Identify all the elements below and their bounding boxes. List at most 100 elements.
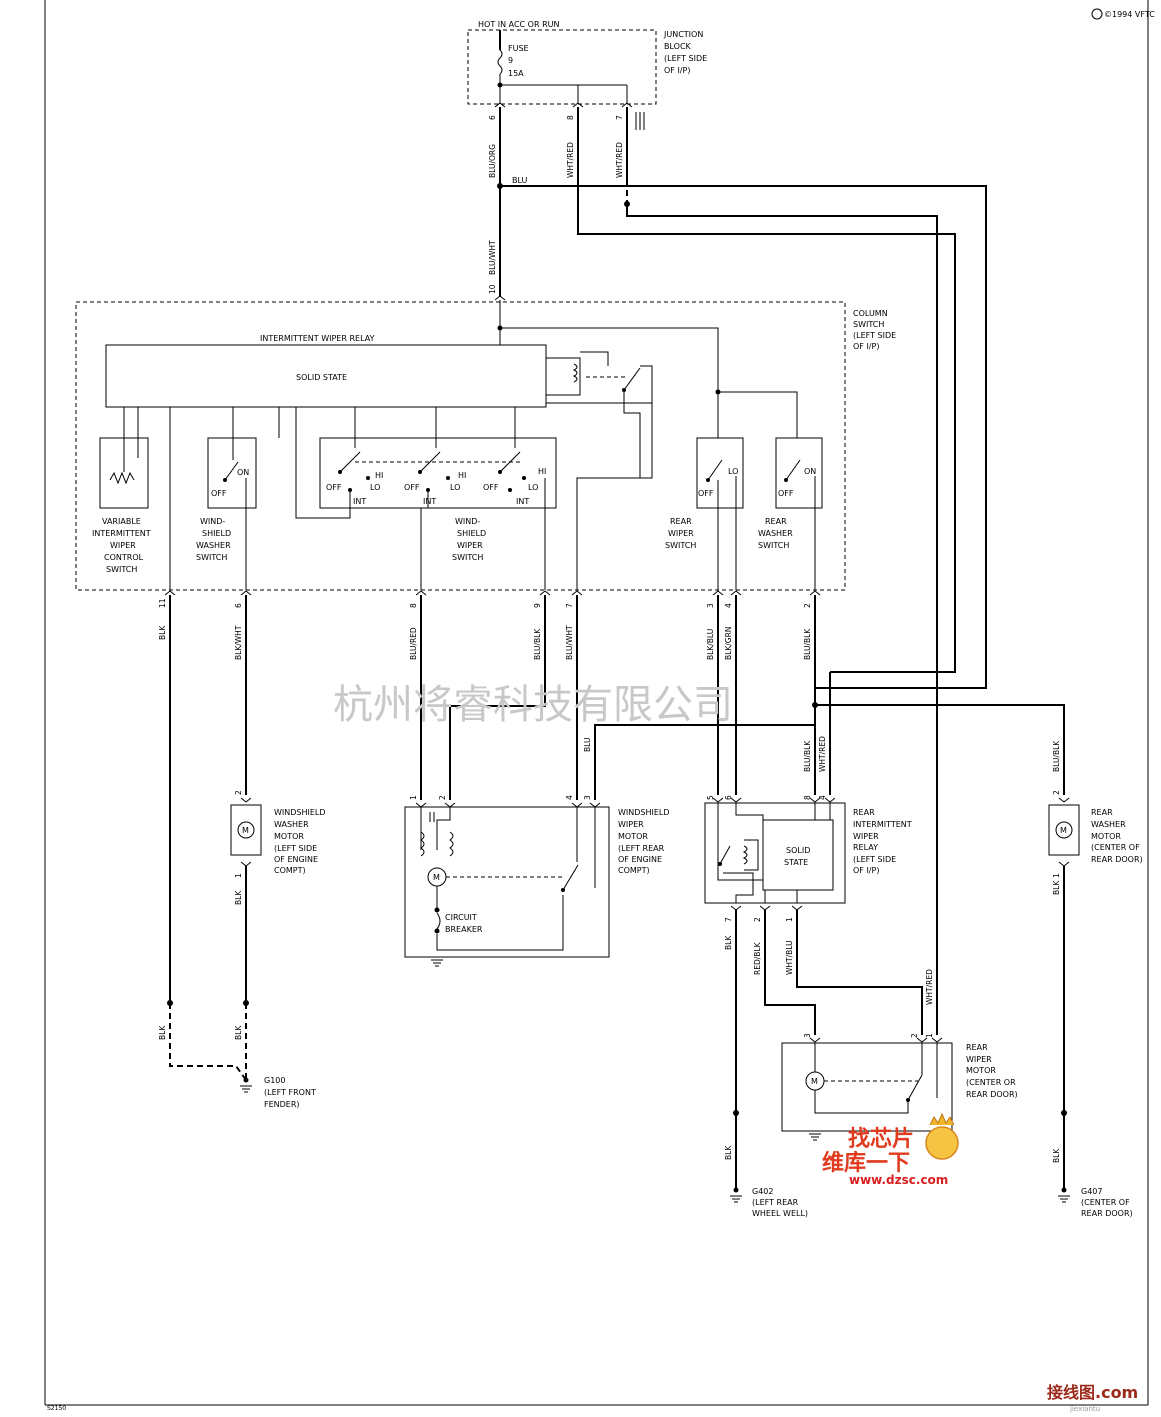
splice-blk-rr [733,1110,739,1116]
label-red-blk: RED/BLK [753,941,762,975]
rear-wiper-pivot [706,478,710,482]
column-name-1: COLUMN [853,309,888,318]
label-blu-wht-7: BLU/WHT [565,625,574,660]
rear-washer-sw-1: REAR [765,517,787,526]
connector-rr-2 [759,905,771,911]
splice-blk-rwsm [1061,1110,1067,1116]
label-blk-blu: BLK/BLU [706,629,715,660]
connector-jb-6 [494,102,506,108]
corner-logo: 接线图.com [1047,1383,1138,1402]
rwm-park-switch [907,1074,923,1101]
column-switch-outline [75,301,846,591]
wm-name-6: COMPT) [618,866,650,875]
label-blu-motor: BLU [583,738,592,752]
wire-wht-red-8 [577,107,956,673]
wm-park-switch [562,864,579,891]
connector-rr-5 [712,797,724,803]
wiper-motor-m: M [433,873,440,882]
g100-3: FENDER) [264,1100,300,1109]
ws-washer-on: ON [237,468,249,477]
rear-wiper-motor: 3 2 1 M REAR WIPER MOTOR (CENTER OR REAR… [781,1033,1018,1141]
wiper-off-1: OFF [326,483,342,492]
windshield-wiper-switch[interactable] [319,437,557,509]
pin-cs-11: 11 [158,598,167,608]
connector-cs-9 [539,590,551,596]
rr-name-2: INTERMITTENT [853,820,912,829]
g100-dot [243,1077,249,1083]
rwsm-name-4: (CENTER OF [1091,843,1140,852]
pin-rwm-1: 1 [925,1033,934,1038]
column-name-2: SWITCH [853,320,884,329]
capacitor-icon [429,812,435,822]
rear-wiper-motor-m: M [811,1077,818,1086]
var-switch-1: VARIABLE [102,517,141,526]
wiper-int-1 [295,407,351,519]
rr-name-4: RELAY [853,843,878,852]
intermittent-wiper-relay [105,344,547,408]
wiper-contact-1 [339,451,361,473]
label-blk-g402: BLK [724,1145,733,1160]
connector-rr-4 [824,797,836,803]
junction-name-4: OF I/P) [664,66,690,75]
solid-state-label: SOLID STATE [296,373,347,382]
relay-coil-loop [546,357,581,396]
rear-relay-outline [704,802,846,904]
pin-cs-10: 10 [488,284,497,294]
pin-jb-6: 6 [488,115,497,120]
rwsm-name-1: REAR [1091,808,1113,817]
wm-ground-loop [436,895,564,951]
pin-rr-4: 4 [818,795,827,800]
connector-wm-1 [415,802,427,808]
rr-coil-loop [744,839,759,871]
connector-cs-7 [571,590,583,596]
pin-wm-2: 2 [438,795,447,800]
connector-jb-7 [621,102,633,108]
label-blk-g407: BLK [1052,1148,1061,1163]
washer-motor-m: M [242,826,249,835]
pin-rr-2: 2 [753,917,762,922]
mascot-icon [925,1126,959,1160]
label-blk-rr: BLK [724,935,733,950]
washer-motor-body [230,804,262,856]
rr-wire-5 [717,803,763,881]
rwsm-name-3: MOTOR [1091,832,1121,841]
wwm-name-4: (LEFT SIDE [274,844,317,853]
connector-detail-icon [635,112,645,130]
rear-wiper-switch[interactable] [696,437,744,509]
pin-cs-8: 8 [409,603,418,608]
connector-cs-6 [240,590,252,596]
pin-cs-6: 6 [234,603,243,608]
rwm-name-1: REAR [966,1043,988,1052]
rwm-name-2: WIPER [966,1055,992,1064]
rr-name-5: (LEFT SIDE [853,855,896,864]
rear-washer-motor: 2 M 1 BLK BLK REAR WASHER MOTOR (CENTER … [1048,790,1143,1190]
label-blk-g100a: BLK [158,1025,167,1040]
pin-rwsm-2: 2 [1052,790,1061,795]
ground-icon-g402 [730,1195,742,1203]
hot-label: HOT IN ACC OR RUN [478,20,559,29]
windshield-washer-switch[interactable] [207,437,257,509]
var-switch-2: INTERMITTENT [92,529,151,538]
connector-rwm-1 [931,1037,943,1043]
connector-cs-10 [494,295,506,301]
dzsc-logo: 找芯片 维库一下 www.dzsc.com [822,1112,959,1187]
rr-name-3: WIPER [853,832,879,841]
logo-url: www.dzsc.com [849,1173,948,1187]
connector-rwm-2 [916,1037,928,1043]
windshield-washer-motor: 2 M 1 BLK BLK WINDSHIELD WASHER MOTOR (L… [230,790,326,1078]
wwm-name-3: MOTOR [274,832,304,841]
column-connectors: 11 6 8 9 7 3 4 2 [158,590,821,608]
breaker-dot-1 [434,907,440,913]
wwm-name-1: WINDSHIELD [274,808,326,817]
wm-wire-2 [436,807,451,850]
corner-sub: jiexiantu [1069,1405,1100,1413]
rr-contact [719,845,731,865]
rear-washer-switch[interactable] [775,437,823,509]
wiper-switch-1: WIND- [455,517,480,526]
label-blu: BLU [512,176,528,185]
label-blu-org: BLU/ORG [488,144,497,178]
connector-rr-1 [791,905,803,911]
fuse-icon [497,49,503,75]
ws-washer-off: OFF [211,489,227,498]
